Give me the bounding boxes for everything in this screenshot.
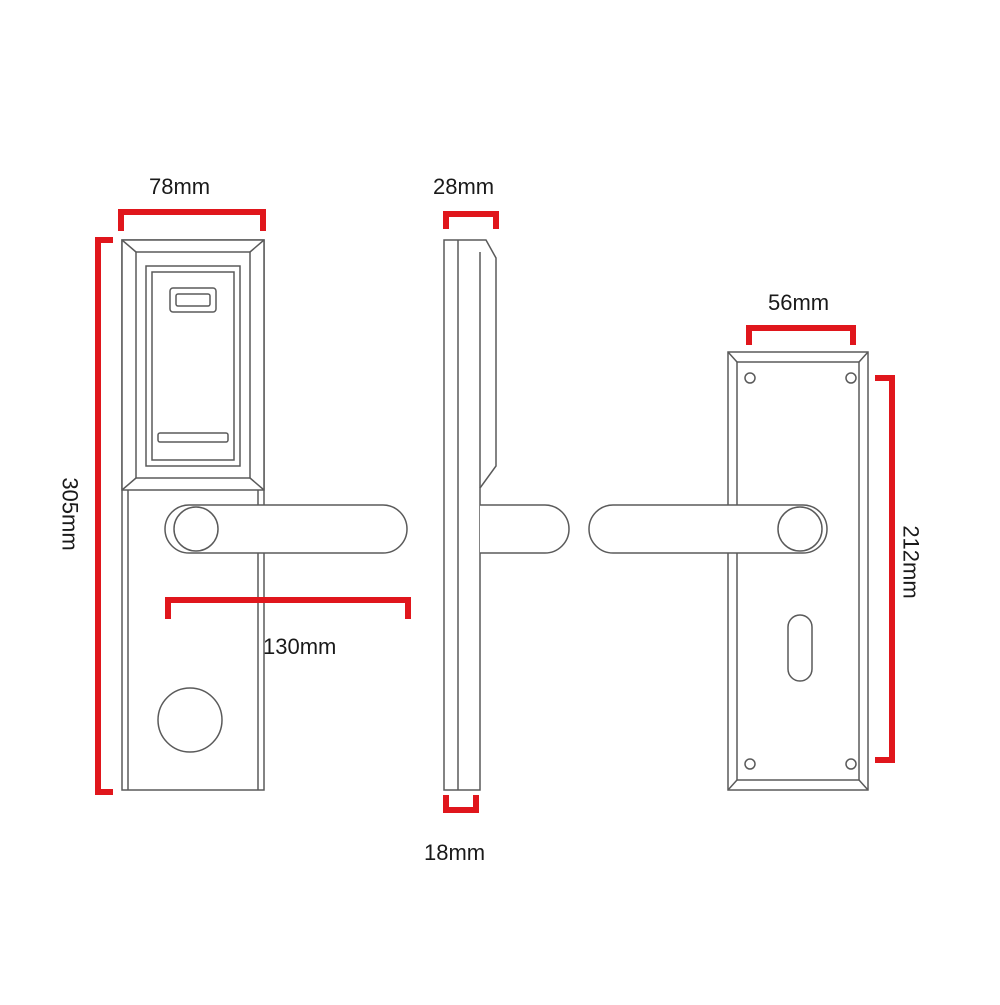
front-width-marker: [118, 209, 266, 231]
back-height-label: 212mm: [898, 525, 924, 599]
side-top-depth-label: 28mm: [433, 174, 495, 199]
front-height-label: 305mm: [57, 477, 83, 551]
back-height-marker: [875, 375, 895, 763]
keyhole-icon: [787, 614, 813, 682]
side-bottom-depth-label: 18mm: [424, 840, 486, 865]
side-view: [443, 239, 570, 791]
lock-cylinder: [157, 687, 223, 753]
screw-hole: [845, 372, 857, 384]
side-handle: [480, 504, 570, 554]
handle-rose: [173, 506, 219, 552]
side-bottom-depth-marker: [443, 795, 479, 813]
front-handle: [164, 504, 408, 554]
back-handle: [588, 504, 828, 554]
front-width-label: 78mm: [149, 174, 211, 199]
handle-length-label: 130mm: [263, 634, 337, 659]
handle-length-marker: [165, 597, 411, 619]
card-slot: [157, 432, 229, 443]
screw-hole: [744, 372, 756, 384]
screw-hole: [845, 758, 857, 770]
front-view: [121, 239, 408, 791]
handle-rose: [777, 506, 823, 552]
back-plate: [727, 351, 869, 791]
side-top-depth-marker: [443, 211, 499, 229]
front-height-marker: [95, 237, 113, 795]
back-width-label: 56mm: [768, 290, 830, 315]
back-width-marker: [746, 325, 856, 345]
card-reader-slot-icon: [169, 287, 217, 313]
side-plate: [443, 239, 497, 791]
back-view: [588, 351, 869, 791]
screw-hole: [744, 758, 756, 770]
